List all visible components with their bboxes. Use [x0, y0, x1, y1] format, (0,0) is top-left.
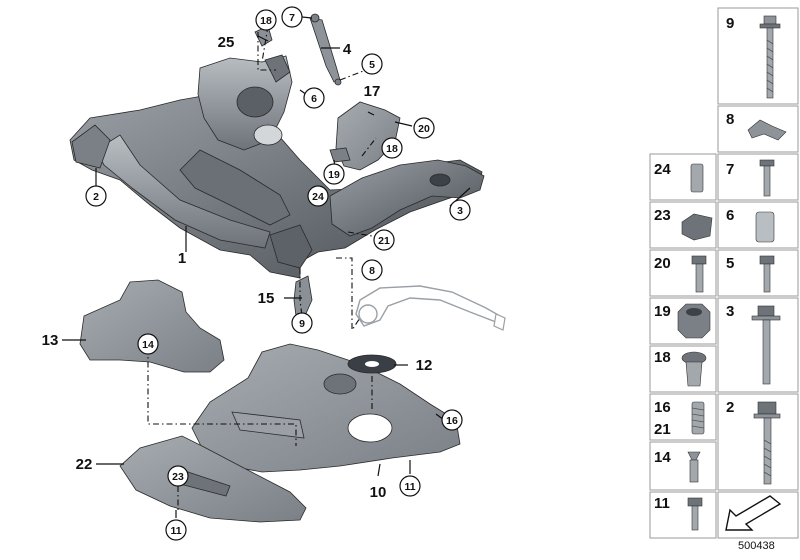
callout-label-19: 19: [328, 169, 340, 181]
panel-label-3: 3: [726, 303, 734, 320]
panel-cell-16-21: [649, 393, 717, 441]
callout-circle-11b: [165, 519, 187, 541]
callout-label-16: 16: [446, 415, 458, 427]
panel-label-18: 18: [654, 349, 671, 366]
callout-circle-11a: [399, 475, 421, 497]
callout-label-10: 10: [370, 484, 387, 501]
document-id: 500438: [738, 540, 775, 552]
callout-label-20: 20: [418, 123, 430, 135]
callout-circle-19: [323, 163, 345, 185]
callout-circle-16: [441, 409, 463, 431]
callout-circle-3: [449, 199, 471, 221]
panel-label-7: 7: [726, 161, 734, 178]
callout-label-4: 4: [343, 41, 352, 58]
front-skid-plate-part: [119, 435, 307, 523]
callout-circle-9: [291, 312, 313, 334]
front-subframe-part: [69, 91, 483, 279]
callout-label-25: 25: [218, 34, 235, 51]
panel-label-5: 5: [726, 255, 734, 272]
callout-circle-5: [361, 53, 383, 75]
callout-circle-18a: [255, 9, 277, 31]
bolt-3-icon: [751, 305, 781, 385]
callout-label-11b: 11: [170, 525, 181, 537]
panel-label-11: 11: [654, 495, 670, 512]
bushing-6-icon: [755, 211, 775, 243]
callout-circle-8: [361, 259, 383, 281]
rivet-14-icon: [687, 451, 701, 483]
callout-label-2: 2: [93, 191, 99, 203]
shield-bracket-part: [329, 147, 351, 163]
panel-cell-11: [649, 491, 717, 539]
callout-circle-24: [307, 185, 329, 207]
panel-label-14: 14: [654, 449, 671, 466]
callout-label-1: 1: [178, 250, 186, 267]
panel-cell-14: [649, 441, 717, 491]
callout-label-21: 21: [378, 235, 390, 247]
panel-label-23: 23: [654, 207, 671, 224]
panel-label-8: 8: [726, 111, 734, 128]
callout-label-15: 15: [258, 290, 275, 307]
callout-circle-2: [85, 185, 107, 207]
panel-cell-18: [649, 345, 717, 393]
callout-label-8: 8: [369, 265, 375, 277]
bolt-9-icon: [759, 15, 781, 99]
panel-label-16: 16: [654, 399, 671, 416]
suspension-tower-bracket-part: [197, 54, 293, 151]
push-clip-18-icon: [681, 351, 707, 387]
sleeve-24-icon: [690, 163, 704, 193]
bolt-20-icon: [691, 255, 707, 293]
bolt-2-icon: [753, 401, 781, 485]
left-guard-plate-part: [79, 279, 225, 373]
hardware-parts-panel: 9 8 24 7 23 6 20 5 19 3 18 16 21 2 14 11: [649, 7, 799, 539]
callout-label-22: 22: [76, 456, 93, 473]
panel-label-19: 19: [654, 303, 671, 320]
callout-circle-20: [413, 117, 435, 139]
panel-label-21: 21: [654, 421, 671, 438]
callout-label-6: 6: [311, 93, 317, 105]
bracket-15-part: [293, 275, 313, 319]
direction-arrow-icon: [725, 495, 782, 531]
panel-cell-9: [717, 7, 799, 105]
clip-nut-23-icon: [681, 213, 713, 241]
nut-19-icon: [677, 303, 711, 339]
callout-circle-18b: [381, 137, 403, 159]
callout-label-3: 3: [457, 205, 463, 217]
callout-label-7: 7: [289, 12, 295, 24]
callout-label-17: 17: [364, 83, 381, 100]
control-arm-part: [355, 285, 506, 331]
callout-label-23: 23: [172, 471, 184, 483]
callout-label-9: 9: [299, 318, 305, 330]
panel-label-6: 6: [726, 207, 734, 224]
callout-circle-14: [137, 333, 159, 355]
screw-11-icon: [687, 497, 703, 531]
bolt-5-icon: [759, 255, 775, 293]
right-crossmember-arm-part: [329, 159, 485, 237]
panel-cell-5: [717, 249, 799, 297]
callout-circle-6: [303, 87, 325, 109]
link-rod-part: [309, 13, 342, 86]
callout-label-18a: 18: [260, 15, 272, 27]
strut-mount-part: [347, 354, 397, 374]
clip-8-icon: [747, 119, 787, 141]
callout-label-5: 5: [369, 59, 375, 71]
callout-label-11a: 11: [404, 481, 415, 493]
threaded-sleeve-16-icon: [691, 401, 705, 435]
panel-label-24: 24: [654, 161, 671, 178]
callout-label-18b: 18: [386, 143, 398, 155]
callout-label-24: 24: [312, 191, 324, 203]
panel-label-2: 2: [726, 399, 734, 416]
panel-label-9: 9: [726, 15, 734, 32]
callout-label-14: 14: [142, 339, 154, 351]
panel-label-20: 20: [654, 255, 671, 272]
panel-cell-7: [717, 153, 799, 201]
panel-cell-24: [649, 153, 717, 201]
bolt-7-icon: [759, 159, 775, 197]
callout-label-12: 12: [416, 357, 433, 374]
callout-label-13: 13: [42, 332, 59, 349]
callout-circle-23: [167, 465, 189, 487]
underbody-plate-part: [191, 343, 461, 473]
callout-circle-21: [373, 229, 395, 251]
